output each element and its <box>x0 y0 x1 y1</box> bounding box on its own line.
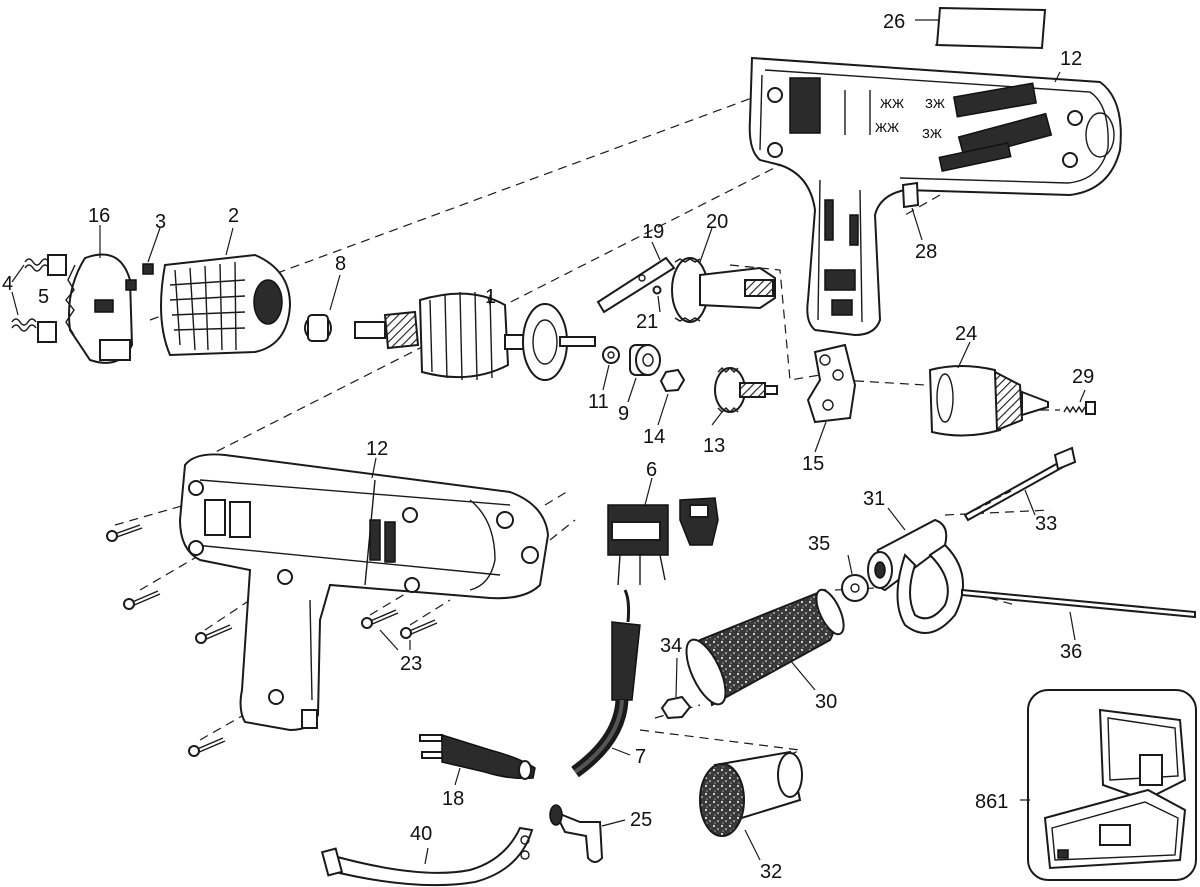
callout-7: 7 <box>635 746 646 768</box>
callout-21: 21 <box>636 311 658 333</box>
part-16-brush-holder <box>65 225 134 364</box>
callout-2: 2 <box>228 205 239 227</box>
callout-8: 8 <box>335 253 346 275</box>
part-8-bearing <box>304 274 341 342</box>
callout-33: 33 <box>1035 513 1057 535</box>
callout-28: 28 <box>915 241 937 263</box>
part-35-washer <box>841 554 869 602</box>
part-6-trigger-switch <box>607 477 719 586</box>
callout-16: 16 <box>88 205 110 227</box>
part-12-housing-right-half: ЖЖ ЗЖ ЖЖ ЗЖ <box>748 56 1122 337</box>
part-28-clip <box>901 181 923 241</box>
callout-861: 861 <box>975 791 1008 813</box>
part-19-key <box>596 241 676 314</box>
callout-1: 1 <box>485 286 496 308</box>
part-4-brush-springs <box>11 258 50 332</box>
part-34-nut <box>660 657 692 720</box>
callout-35: 35 <box>808 533 830 555</box>
callout-9: 9 <box>618 403 629 425</box>
svg-text:ЗЖ: ЗЖ <box>922 126 942 141</box>
svg-text:ЖЖ: ЖЖ <box>880 96 904 111</box>
part-15-bracket <box>806 343 857 453</box>
part-29-chuck-screw <box>1063 389 1096 415</box>
part-3-brush-caps <box>147 227 161 263</box>
part-21-ball <box>652 285 662 313</box>
part-33-clamp-bolt <box>963 446 1077 522</box>
callout-14: 14 <box>643 426 665 448</box>
part-11-washer <box>602 346 620 391</box>
part-24-chuck <box>928 341 1049 437</box>
callout-5: 5 <box>38 286 49 308</box>
part-9-bearing <box>627 344 661 403</box>
part-14-nut <box>657 368 686 426</box>
part-36-depth-rod <box>961 588 1196 641</box>
callout-19: 19 <box>642 221 664 243</box>
callout-32: 32 <box>760 861 782 883</box>
part-25-cord-protector <box>549 804 626 863</box>
callout-15: 15 <box>802 453 824 475</box>
part-40-hanger-bracket <box>320 826 534 887</box>
callout-11: 11 <box>588 391 609 413</box>
callout-36: 36 <box>1060 641 1082 663</box>
callout-31: 31 <box>863 488 885 510</box>
part-20-spindle-gear <box>671 227 776 323</box>
part-12-housing-left-half <box>178 453 550 732</box>
callout-24: 24 <box>955 323 977 345</box>
part-23-housing-screws <box>106 524 438 757</box>
callout-26: 26 <box>883 11 905 33</box>
callout-4: 4 <box>2 273 13 295</box>
callout-12-bottom: 12 <box>366 438 388 460</box>
part-32-end-cap <box>699 750 803 861</box>
callout-6: 6 <box>646 459 657 481</box>
callout-3: 3 <box>155 211 166 233</box>
part-13-intermediate-gear <box>711 367 778 426</box>
part-2-field-coil <box>160 227 292 357</box>
callout-23: 23 <box>400 653 422 675</box>
callout-labels: 26 12 28 16 3 2 4 5 8 1 19 20 21 11 9 14… <box>2 11 1094 883</box>
part-30-handle-sleeve <box>685 588 845 707</box>
callout-34: 34 <box>660 635 682 657</box>
callout-12-top: 12 <box>1060 48 1082 70</box>
svg-text:ЗЖ: ЗЖ <box>925 96 945 111</box>
part-1-armature <box>354 291 596 381</box>
svg-text:ЖЖ: ЖЖ <box>875 120 899 135</box>
part-7-power-cord <box>571 589 641 778</box>
part-18-plug <box>419 733 536 786</box>
part-5-carbon-brushes <box>37 254 154 343</box>
callout-29: 29 <box>1072 366 1094 388</box>
callout-25: 25 <box>630 809 652 831</box>
callout-18: 18 <box>442 788 464 810</box>
part-26-label-plate <box>915 6 1047 50</box>
part-31-handle-clamp <box>867 507 964 634</box>
callout-30: 30 <box>815 691 837 713</box>
part-861-carrying-case-panel <box>1020 689 1197 881</box>
callout-13: 13 <box>703 435 725 457</box>
callout-40: 40 <box>410 823 432 845</box>
callout-20: 20 <box>706 211 728 233</box>
